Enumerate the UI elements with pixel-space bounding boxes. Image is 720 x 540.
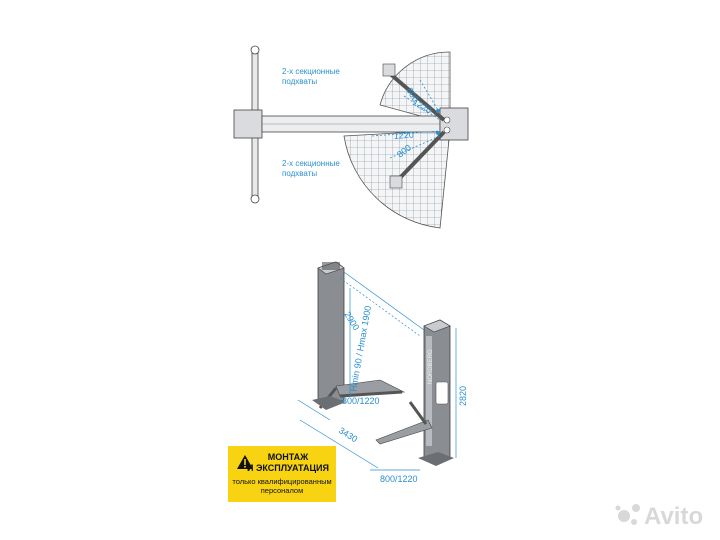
right-column-block [439,107,469,141]
upper-arm-sector [379,51,451,125]
left-column [317,261,345,407]
warning-text-line2: персоналом [260,486,304,495]
warning-triangle-icon [237,455,253,469]
upper-arm-pad [382,63,396,77]
power-unit [435,381,449,405]
left-post-knob-bottom [250,194,260,204]
avito-watermark: Avito [615,503,703,530]
avito-logo-text: Avito [644,503,703,530]
dim-arm-rear: 800/1220 [380,474,418,484]
note-lower-line2: подхваты [282,169,317,178]
left-post-knob-top [250,45,260,55]
note-upper-line2: подхваты [282,77,317,86]
note-upper-line1: 2-х секционные [282,67,340,76]
top-view: 800 1220 1220 800 2-х секционные подхват… [233,45,469,229]
note-lower-line1: 2-х секционные [282,159,340,168]
warning-title-line1: МОНТАЖ [267,452,309,462]
left-column-block [233,109,263,139]
lower-arm-pad [389,175,403,189]
right-arms [375,419,433,445]
warning-text-line1: только квалифицированным [232,477,332,486]
upper-arm [386,70,446,122]
lower-arm [394,130,446,184]
dim-arm-front: 800/1220 [342,396,380,406]
column-brand: NORDBERG [428,349,434,384]
warning-badge: МОНТАЖ И ЭКСПЛУАТАЦИЯ только квалифициро… [228,446,336,502]
dim-base: 3430 [337,425,359,444]
dim-column-height: 2820 [458,386,468,406]
warning-title-line2: И ЭКСПЛУАТАЦИЯ [247,463,329,473]
dim-lower-long: 1220 [393,130,414,141]
